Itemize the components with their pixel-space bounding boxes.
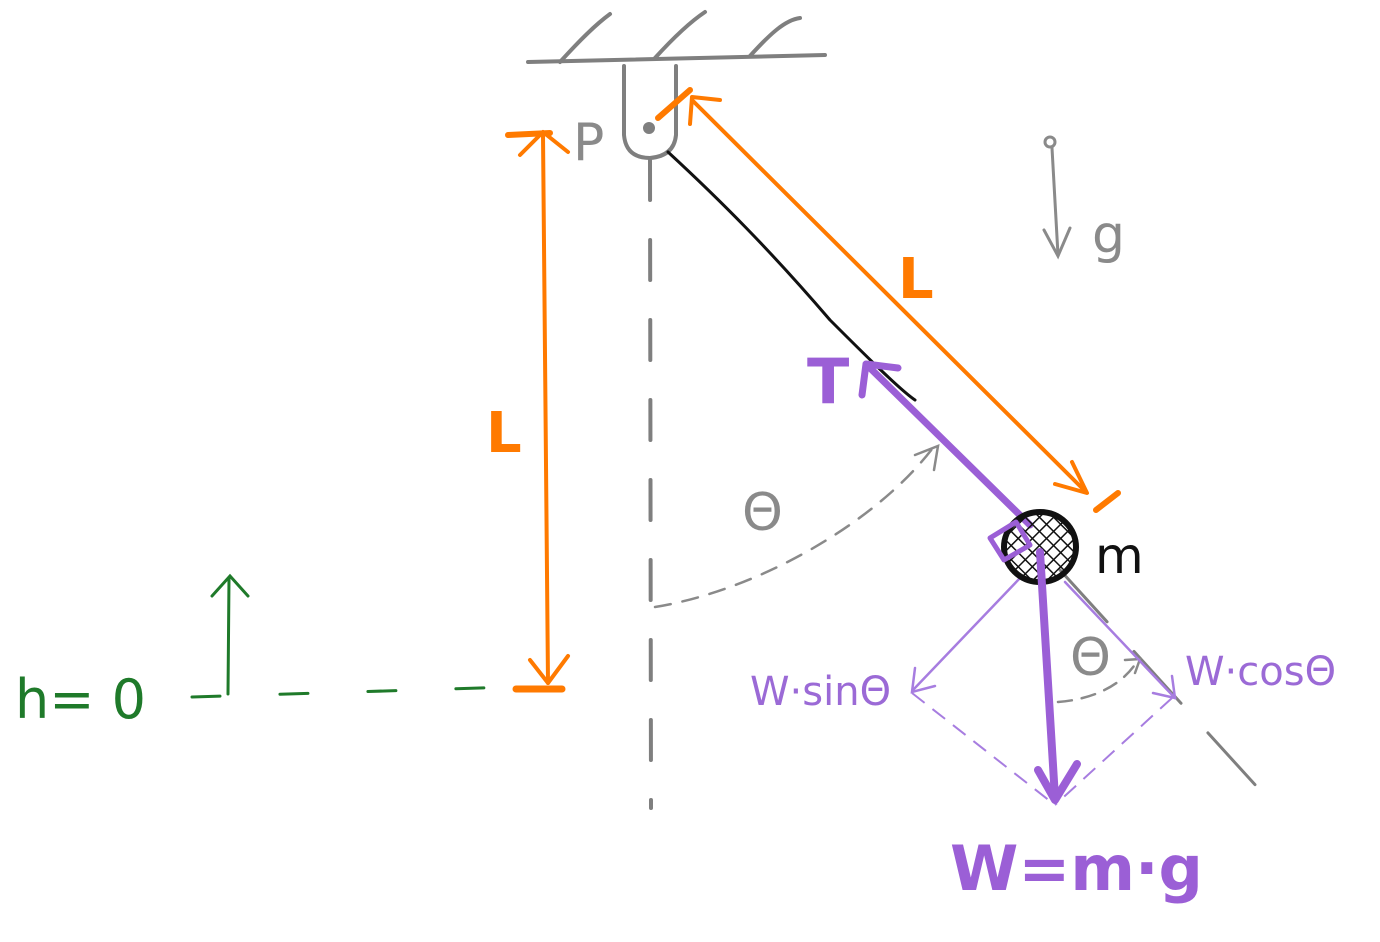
pendulum-rod <box>666 150 917 402</box>
w-cos-label: W·cosΘ <box>1185 649 1336 695</box>
weight-arrow <box>1034 548 1081 804</box>
angle-arc-main-arrowhead <box>913 444 940 472</box>
reference-line <box>190 573 514 699</box>
height-length-dimension <box>505 130 570 693</box>
weight-label: W=m·g <box>950 832 1203 905</box>
angle-components-label: Θ <box>1070 628 1111 688</box>
gravity-arrow <box>1042 135 1072 260</box>
w-sin-label: W·sinΘ <box>750 669 891 715</box>
tension-label: T <box>807 345 849 418</box>
component-force-arrows <box>910 576 1177 700</box>
reference-height-label: h= 0 <box>15 668 146 731</box>
height-length-label: L <box>486 401 522 466</box>
pivot-label: P <box>573 113 604 173</box>
angle-arc-main <box>653 443 937 609</box>
angle-main-label: Θ <box>742 483 783 543</box>
tension-arrow <box>858 360 1034 529</box>
vertical-reference-line <box>648 158 653 810</box>
rod-extension-line <box>1058 568 1260 790</box>
angle-arc-components <box>1056 658 1140 704</box>
right-angle-marker <box>987 519 1033 563</box>
rod-length-label: L <box>898 247 934 312</box>
rod-length-dimension <box>655 87 1121 513</box>
component-construction-lines <box>911 692 1173 806</box>
gravity-label: g <box>1092 205 1125 265</box>
angle-arc-components-arrowhead <box>1123 657 1142 675</box>
mass-label: m <box>1095 527 1144 585</box>
ceiling <box>526 10 827 64</box>
